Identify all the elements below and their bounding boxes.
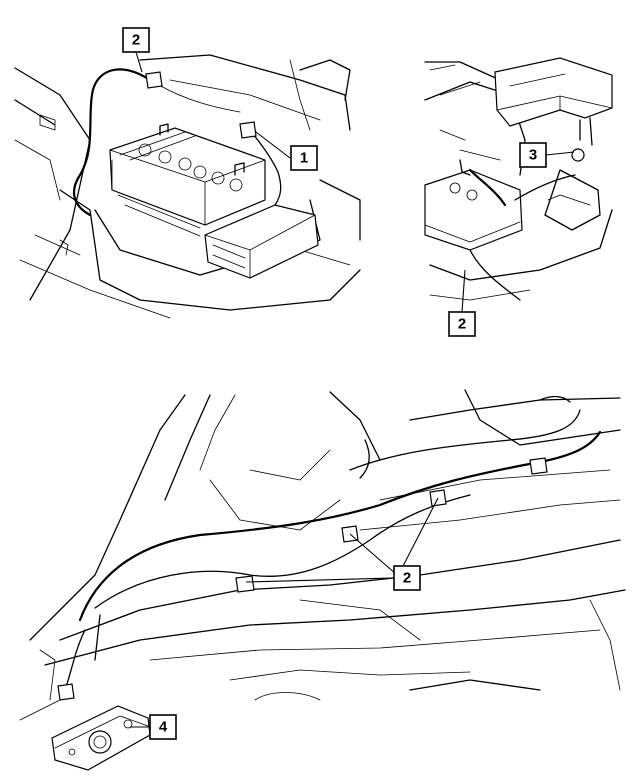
- leader-lines: [130, 51, 575, 728]
- view-underbody-routing: [19, 389, 626, 721]
- view-battery-compartment: [14, 54, 361, 319]
- callout-label: 4: [159, 719, 168, 736]
- view-fuse-block-area: [424, 57, 613, 301]
- callout-label: 2: [132, 32, 140, 49]
- callout-label: 2: [458, 316, 466, 333]
- callout-2-bottom: 2: [393, 565, 421, 591]
- callout-label: 2: [403, 570, 411, 587]
- callout-label: 3: [529, 147, 537, 164]
- module-part-4: [51, 705, 151, 771]
- callout-2-top-right: 2: [448, 311, 476, 337]
- battery: [109, 123, 266, 237]
- callout-1: 1: [290, 145, 318, 171]
- callout-3: 3: [519, 142, 547, 168]
- callout-4: 4: [149, 714, 177, 740]
- callout-label: 1: [300, 150, 308, 167]
- callout-2-top-left: 2: [122, 27, 150, 53]
